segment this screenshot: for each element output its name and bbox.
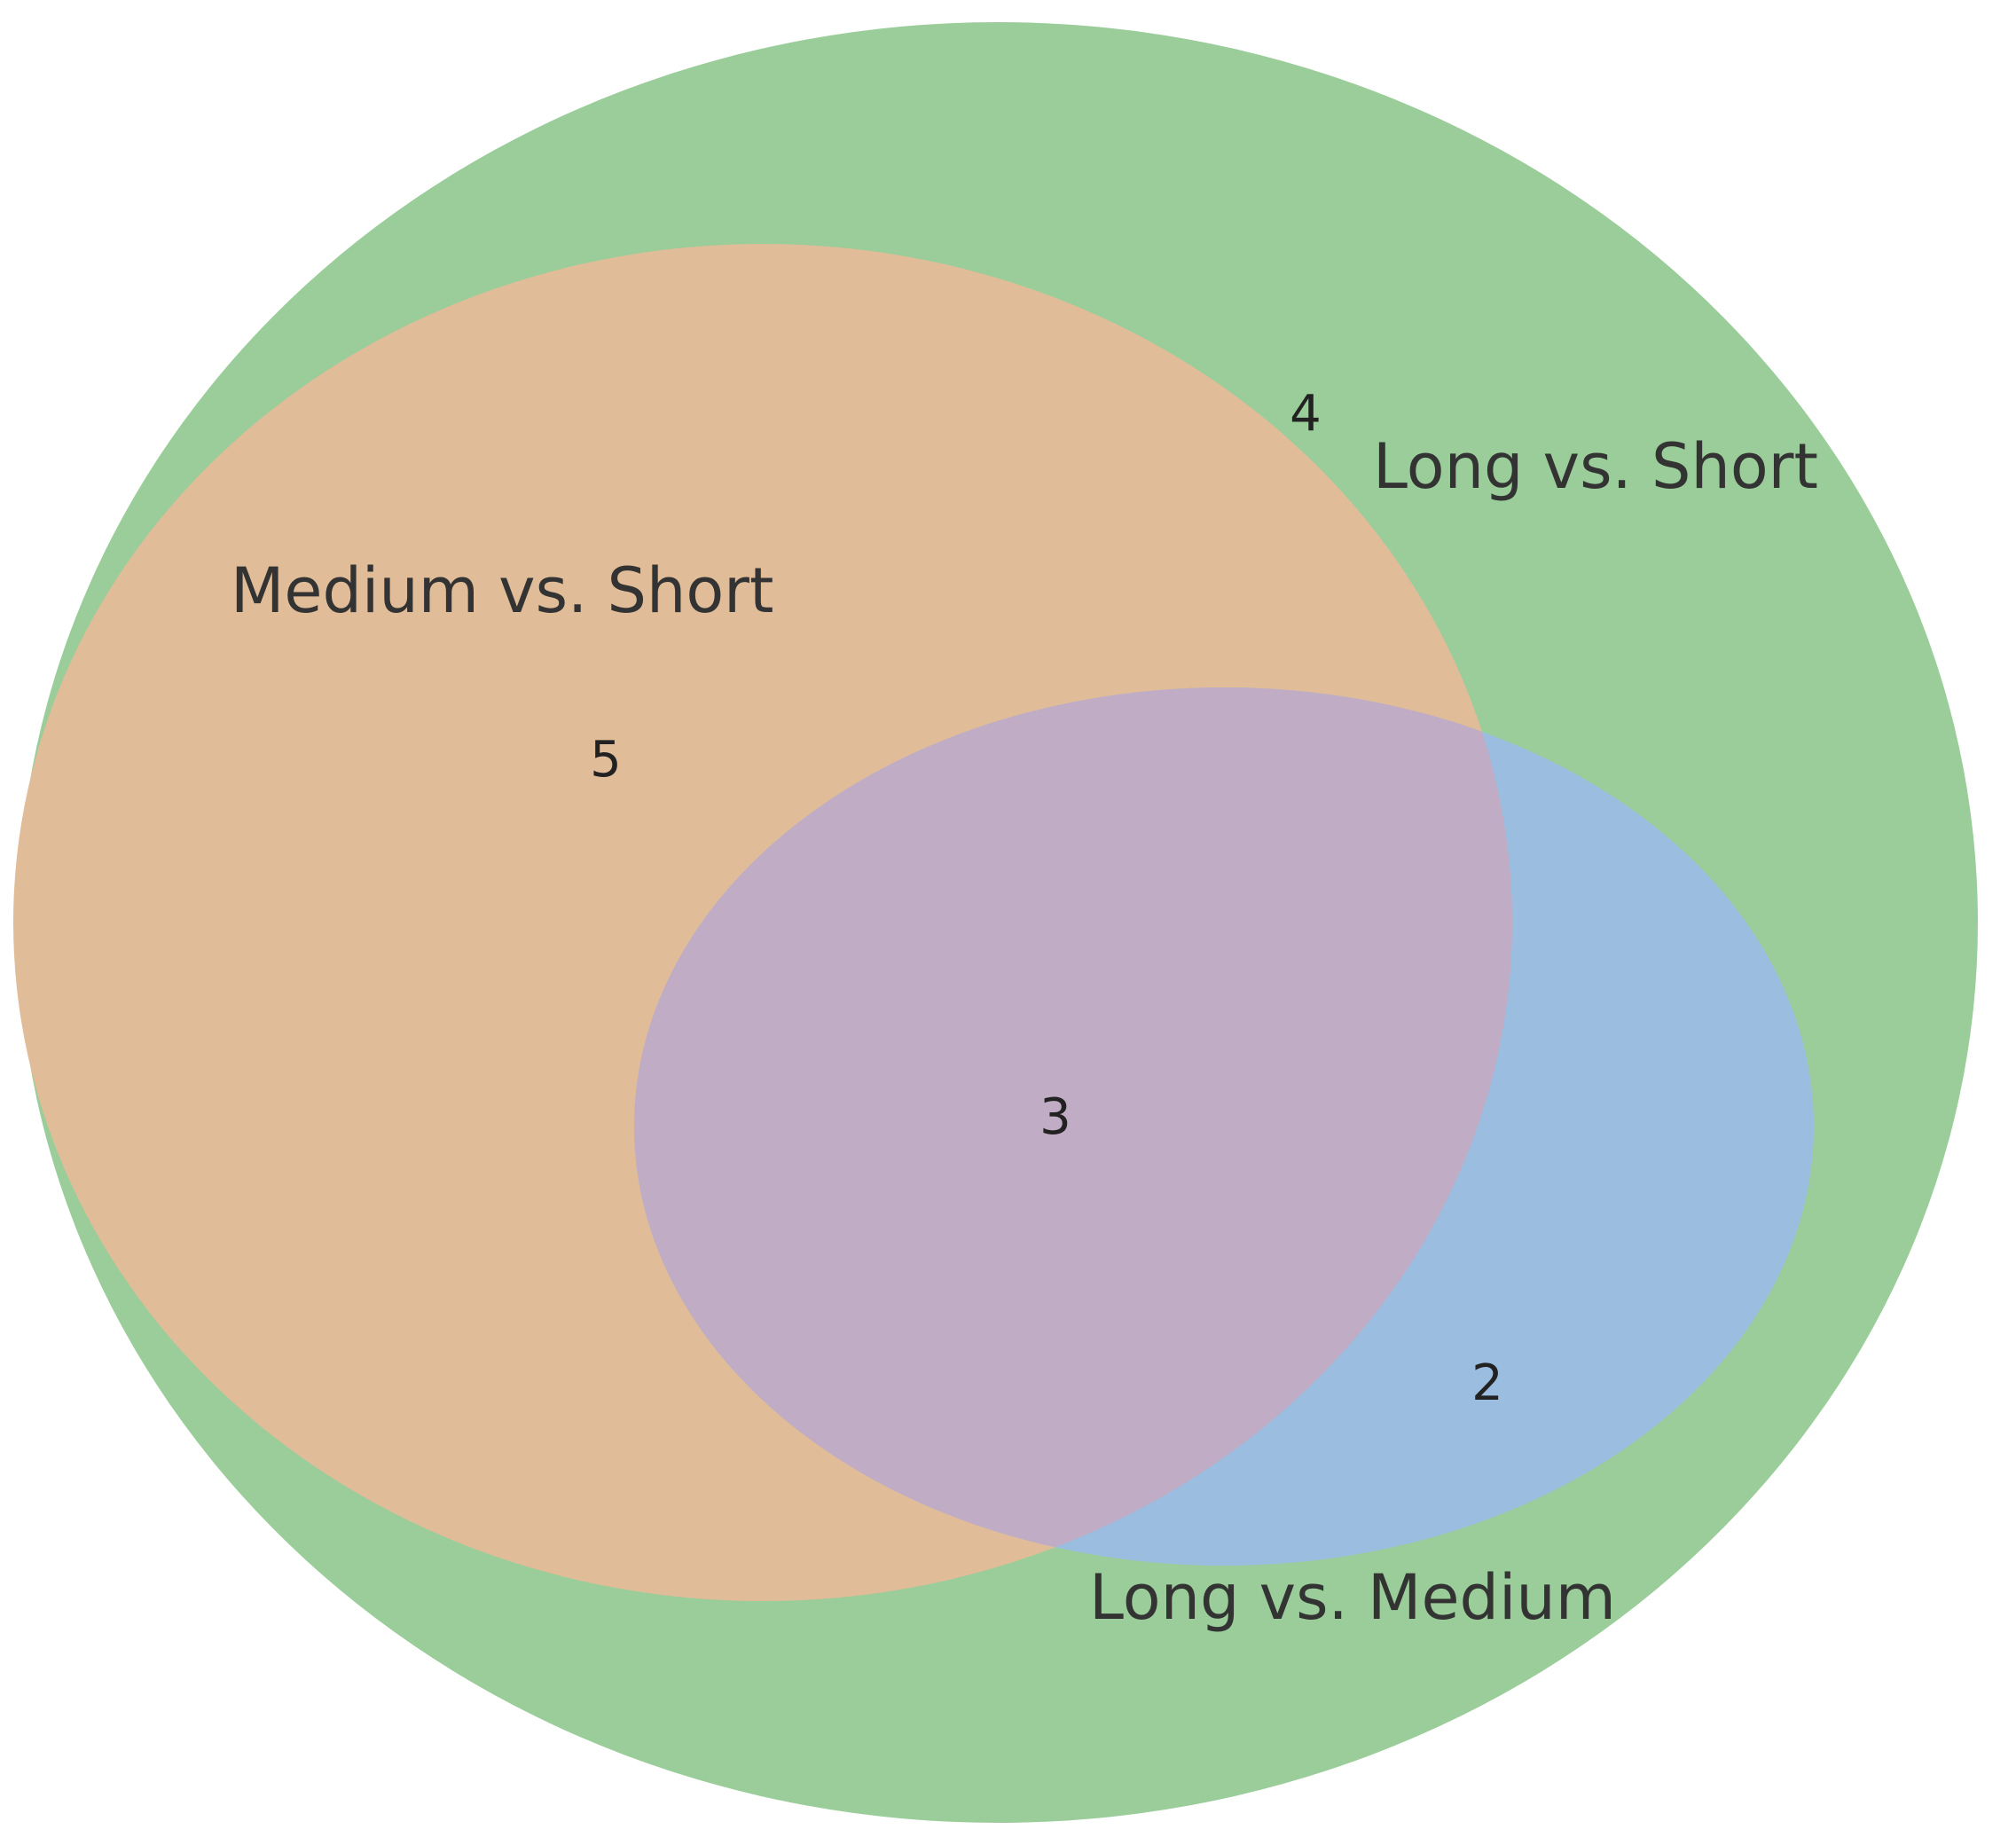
region-count-long-medium: 2 [1471, 1354, 1503, 1412]
region-count-all-three: 3 [1039, 1088, 1071, 1146]
set-label-long-vs-medium: Long vs. Medium [1089, 1561, 1616, 1634]
set-label-long-vs-short: Long vs. Short [1373, 430, 1818, 503]
set-label-medium-vs-short: Medium vs. Short [231, 554, 773, 627]
intersection-medium-long-ellipse [634, 687, 1512, 1566]
region-count-medium-short: 5 [590, 731, 622, 789]
region-count-long-short-only: 4 [1290, 385, 1322, 443]
